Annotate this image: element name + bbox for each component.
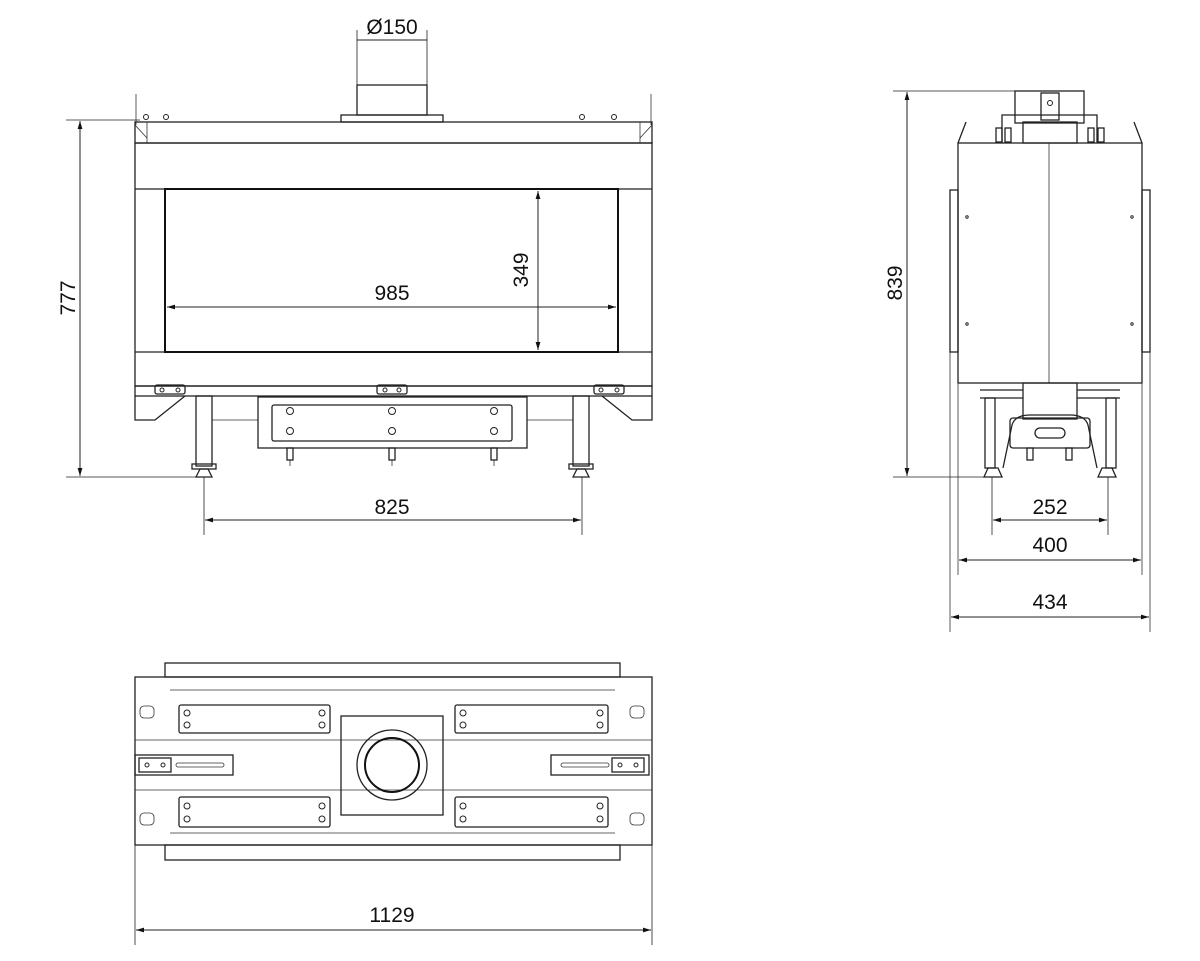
panel-front-right <box>454 704 609 734</box>
front-view: Ø150 777 985 349 825 <box>57 16 653 535</box>
leg-spacing-label: 825 <box>374 496 409 519</box>
top-outline <box>134 676 653 846</box>
overall-width-label: 1129 <box>369 904 414 927</box>
side-rail-left <box>949 189 959 353</box>
side-rail-right <box>1141 189 1151 353</box>
top-view: 1129 <box>134 662 653 945</box>
top-front-strip <box>164 662 621 678</box>
side-body <box>957 142 1143 384</box>
panel-back-right <box>454 796 609 828</box>
bottom-strip <box>134 385 653 397</box>
window-height-label: 349 <box>510 252 533 287</box>
leg-left <box>195 395 213 467</box>
body-depth-label: 400 <box>1032 534 1067 557</box>
leg-right <box>572 395 590 467</box>
flue-base-plate <box>340 114 444 123</box>
front-frame <box>134 142 653 387</box>
top-plate <box>134 121 653 144</box>
window-width-label: 985 <box>374 282 409 305</box>
side-flue <box>1014 90 1085 124</box>
bracket-right <box>550 754 650 776</box>
top-back-strip <box>164 844 621 861</box>
flue-mount <box>340 715 444 816</box>
side-view: 839 252 400 434 <box>884 90 1151 632</box>
side-height-label: 839 <box>884 265 907 300</box>
flue-collar <box>356 84 428 116</box>
foot-spacing-label: 252 <box>1032 496 1067 519</box>
flue-diameter-label: Ø150 <box>366 16 417 39</box>
flue-inner-circle <box>364 737 420 793</box>
gas-valve-box <box>1009 417 1091 449</box>
front-height-label: 777 <box>57 280 80 315</box>
glass-window <box>164 188 619 353</box>
panel-front-left <box>178 704 331 734</box>
bracket-left <box>134 754 234 776</box>
overall-depth-label: 434 <box>1032 591 1067 614</box>
flue-outer-circle <box>356 729 428 801</box>
panel-back-left <box>178 796 331 828</box>
